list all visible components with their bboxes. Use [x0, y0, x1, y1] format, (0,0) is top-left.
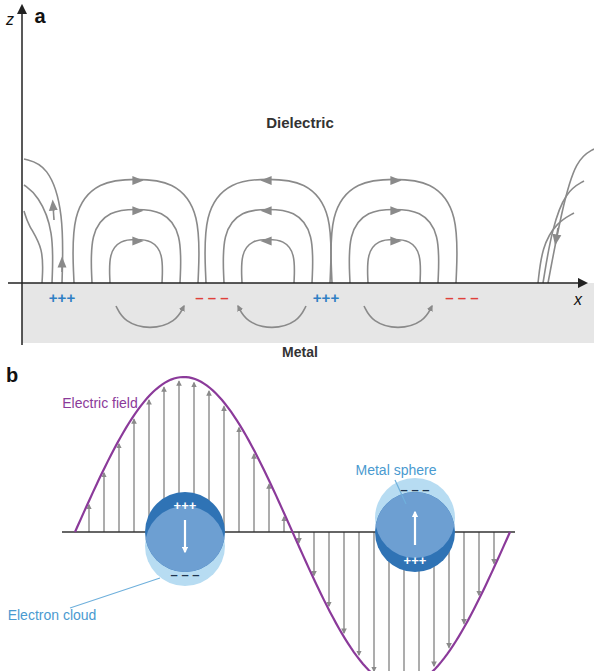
charge-sign: – – –: [195, 290, 228, 305]
axis-label: z: [6, 12, 14, 28]
region-label: Dielectric: [266, 115, 334, 130]
panel-letter: b: [6, 365, 18, 385]
wave-label: Electric field: [62, 396, 137, 410]
metal-region: [22, 283, 594, 343]
region-label: Metal: [282, 345, 318, 359]
field-vectors: [89, 381, 494, 671]
charge-sign: – – –: [445, 290, 478, 305]
callout-label: Electron cloud: [8, 608, 97, 622]
field-wave: [75, 377, 510, 671]
callout-label: Metal sphere: [356, 463, 437, 477]
charge-sign: – – –: [171, 568, 200, 581]
current-loops: [116, 306, 432, 327]
leader-line: [70, 578, 160, 608]
charge-sign: +++: [313, 290, 339, 305]
field-lines: [24, 149, 594, 283]
panel-letter: a: [34, 6, 45, 26]
charge-sign: +++: [404, 554, 427, 567]
metal-sphere-right: [375, 478, 455, 572]
z-axis: [21, 6, 23, 345]
charge-sign: +++: [49, 290, 75, 305]
charge-sign: – – –: [401, 483, 430, 496]
x-axis: [8, 282, 586, 284]
metal-sphere-left: [145, 492, 225, 586]
charge-sign: +++: [174, 499, 197, 512]
axis-label: x: [574, 292, 582, 308]
